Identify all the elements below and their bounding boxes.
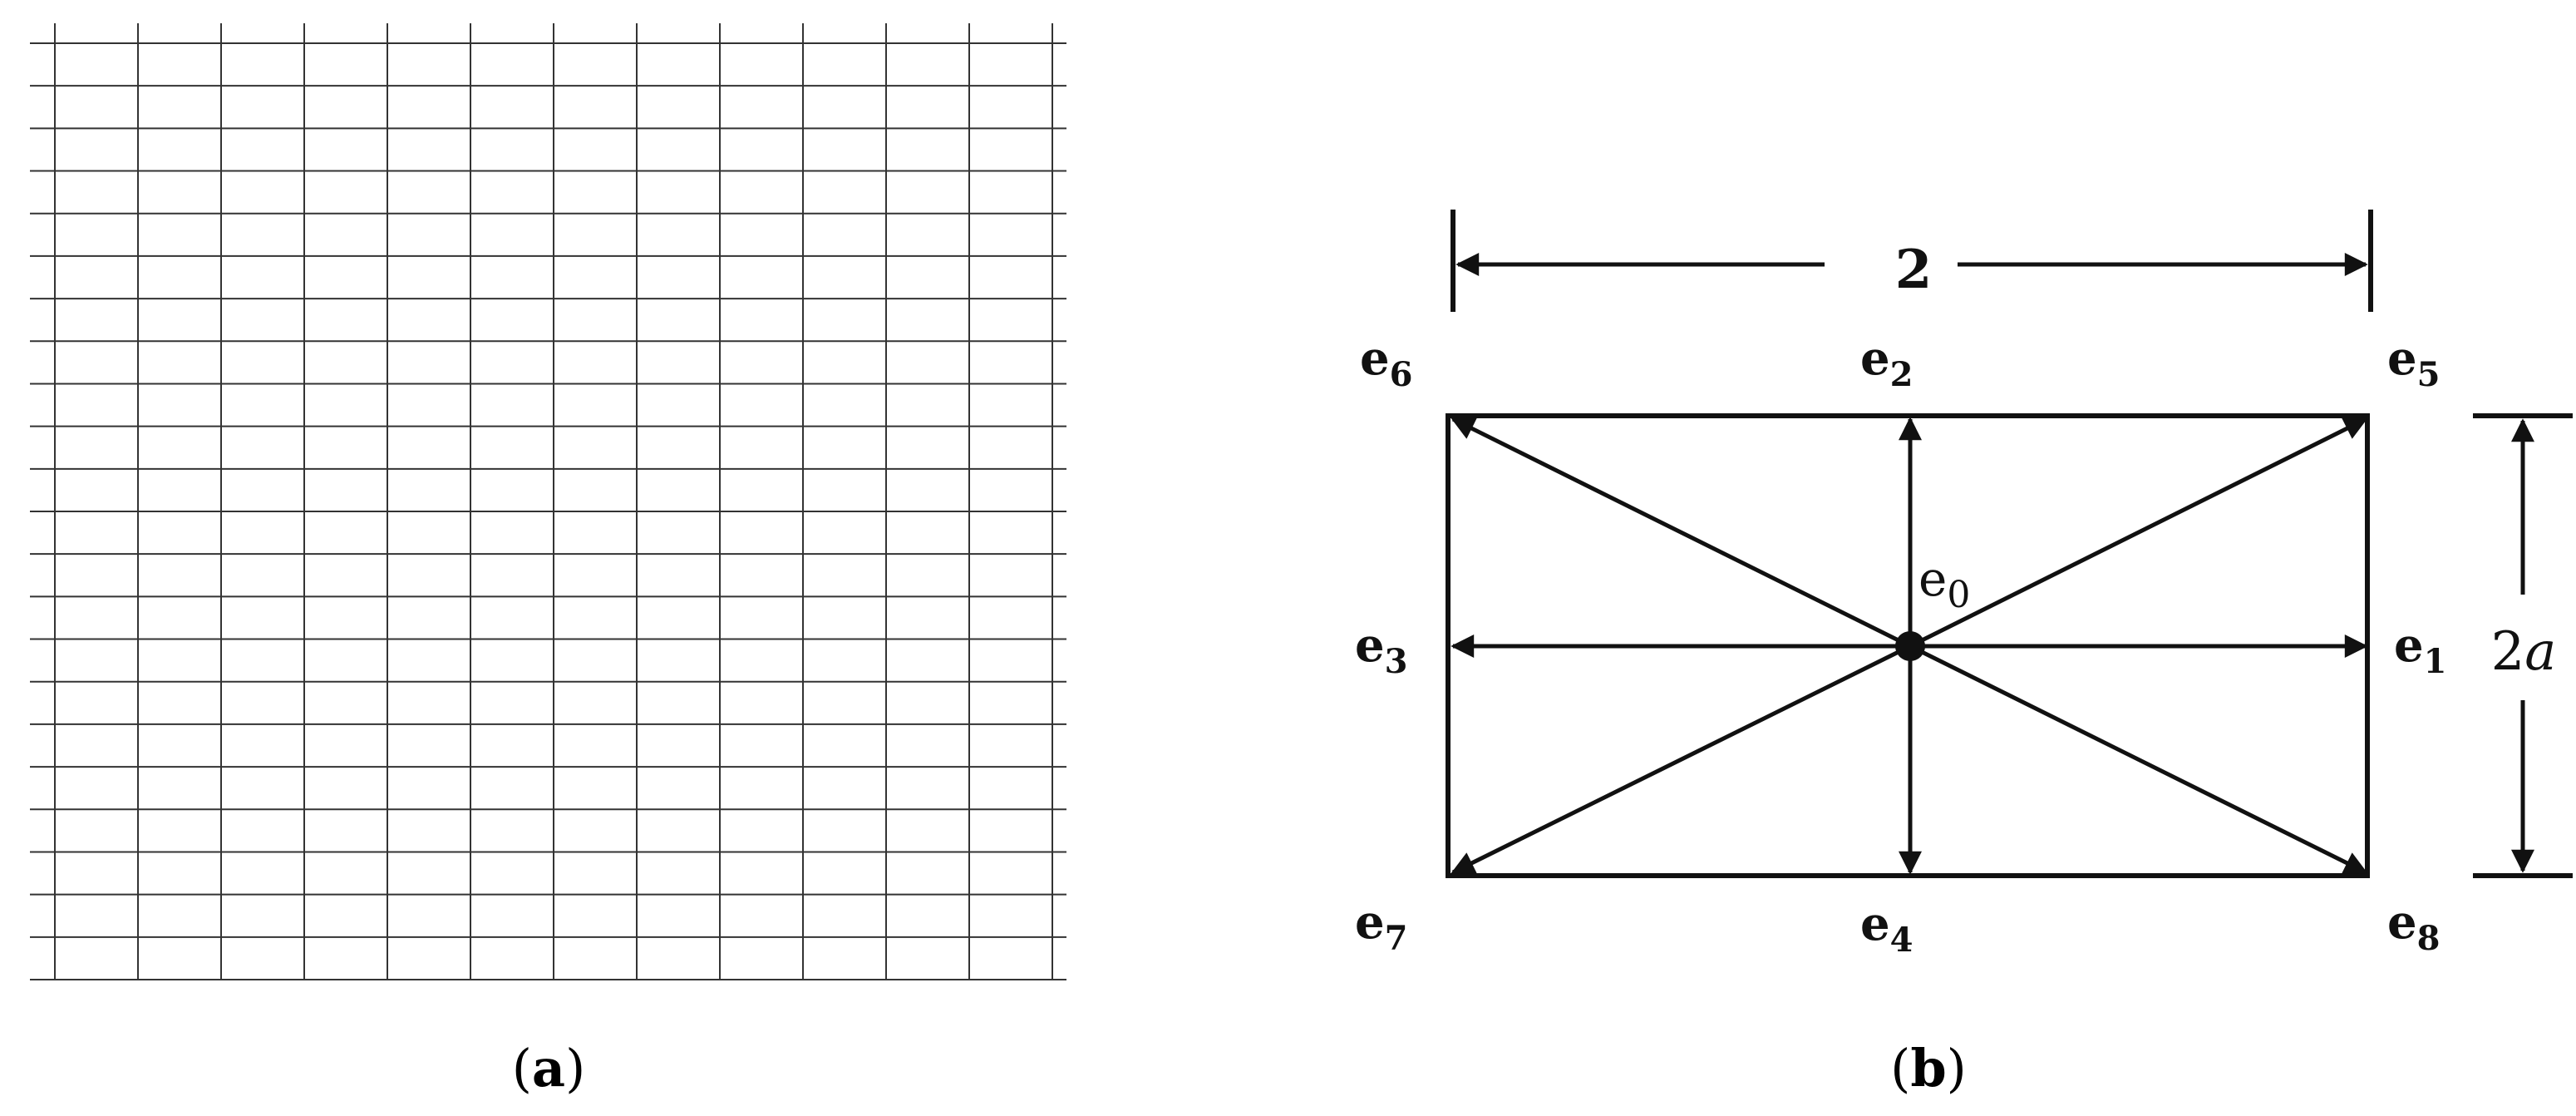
vector-e7 (1451, 644, 1912, 875)
vector-label-e2: e2 (1860, 331, 1913, 394)
width-label: 2 (1895, 239, 1933, 301)
vector-label-e0: e0 (1918, 551, 1970, 616)
lattice-vectors (1451, 417, 2368, 875)
panel-a-caption: (a) (512, 1038, 586, 1099)
center-node (1895, 631, 1925, 661)
vector-label-e7: e7 (1355, 895, 1407, 958)
vector-label-e8: e8 (2387, 895, 2440, 958)
vector-label-e5: e5 (2387, 331, 2440, 394)
vector-e8 (1909, 644, 2368, 875)
vector-e6 (1451, 417, 1912, 649)
vector-labels: e0 e1 e2 e3 e4 e5 e6 e7 e8 (1355, 331, 2446, 960)
panel-b-caption: (b) (1890, 1038, 1967, 1099)
vector-e5 (1909, 417, 2368, 649)
vector-label-e6: e6 (1360, 331, 1412, 394)
vector-label-e1: e1 (2394, 618, 2446, 681)
vector-label-e4: e4 (1860, 896, 1913, 960)
vector-label-e3: e3 (1355, 618, 1407, 681)
panel-a-grid (30, 23, 1066, 980)
panel-b-diagram: 2 2a e0 e1 e2 e3 e4 e5 e6 e7 e8 (1355, 210, 2573, 960)
height-label: 2a (2491, 621, 2557, 683)
